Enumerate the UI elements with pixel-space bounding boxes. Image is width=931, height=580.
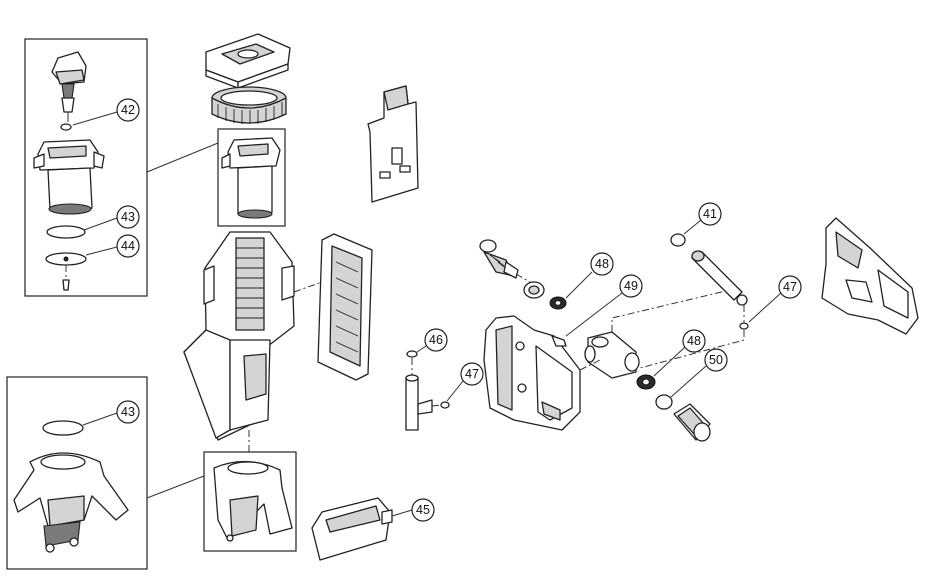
end-cap	[673, 403, 711, 442]
callout-45-label: 45	[416, 503, 430, 517]
washer-46	[406, 350, 418, 358]
t-connector-pipe	[405, 374, 433, 431]
o-ring-50	[655, 394, 673, 410]
brew-unit-lower	[13, 452, 129, 553]
gear-ring	[211, 86, 287, 124]
callout-44-label: 44	[121, 239, 135, 253]
canister-upper-left	[33, 139, 105, 215]
mounting-bracket	[367, 85, 419, 203]
callout-47-right: 47	[778, 275, 802, 299]
t-fitting	[584, 331, 640, 379]
callout-48-upper: 48	[590, 252, 614, 276]
callout-43-upper: 43	[116, 205, 140, 229]
o-ring-47-left	[440, 401, 450, 409]
top-cover-plate	[205, 33, 291, 89]
callout-42: 42	[116, 98, 140, 122]
o-ring-small-42	[60, 123, 72, 131]
callout-45: 45	[411, 498, 435, 522]
inset-frame-lower-left	[6, 376, 148, 570]
canister-center	[221, 137, 281, 219]
o-ring-43-upper	[46, 225, 86, 239]
callout-49: 49	[619, 274, 643, 298]
brew-unit-center	[213, 460, 293, 542]
side-panel	[317, 233, 373, 381]
callout-46: 46	[424, 328, 448, 352]
valve-top-part	[51, 51, 87, 122]
nut-part	[523, 281, 545, 299]
callout-50: 50	[704, 348, 728, 372]
callout-49-label: 49	[624, 279, 638, 293]
callout-47-right-label: 47	[783, 280, 797, 294]
callout-41: 41	[698, 202, 722, 226]
right-side-cover	[821, 217, 919, 335]
lower-rail-part	[311, 497, 393, 561]
inset-connector-upper	[146, 142, 219, 173]
clip-49	[551, 335, 567, 347]
valve-housing	[483, 315, 581, 431]
inset-frame-center-bottom	[203, 451, 297, 552]
callout-44: 44	[116, 234, 140, 258]
screw-small	[62, 279, 70, 291]
callout-48-lower: 48	[682, 329, 706, 353]
rod-41	[691, 250, 748, 306]
callout-41-label: 41	[703, 207, 717, 221]
washer-41	[670, 233, 686, 247]
inset-frame-upper-left	[24, 38, 148, 297]
callout-50-label: 50	[709, 353, 723, 367]
o-ring-43-lower	[42, 420, 84, 436]
callout-46-label: 46	[429, 333, 443, 347]
callout-43-lower-label: 43	[121, 405, 135, 419]
callout-43-lower: 43	[116, 400, 140, 424]
callout-43-upper-label: 43	[121, 210, 135, 224]
inset-connector-lower	[146, 475, 205, 499]
o-ring-47-right	[739, 322, 749, 330]
plunger	[479, 239, 519, 279]
callout-47-left-label: 47	[465, 367, 479, 381]
callout-42-label: 42	[121, 103, 135, 117]
callout-47-left: 47	[460, 362, 484, 386]
callout-48-lower-label: 48	[687, 334, 701, 348]
inset-frame-center-top	[217, 128, 286, 227]
main-housing	[183, 231, 295, 441]
callout-48-upper-label: 48	[595, 257, 609, 271]
